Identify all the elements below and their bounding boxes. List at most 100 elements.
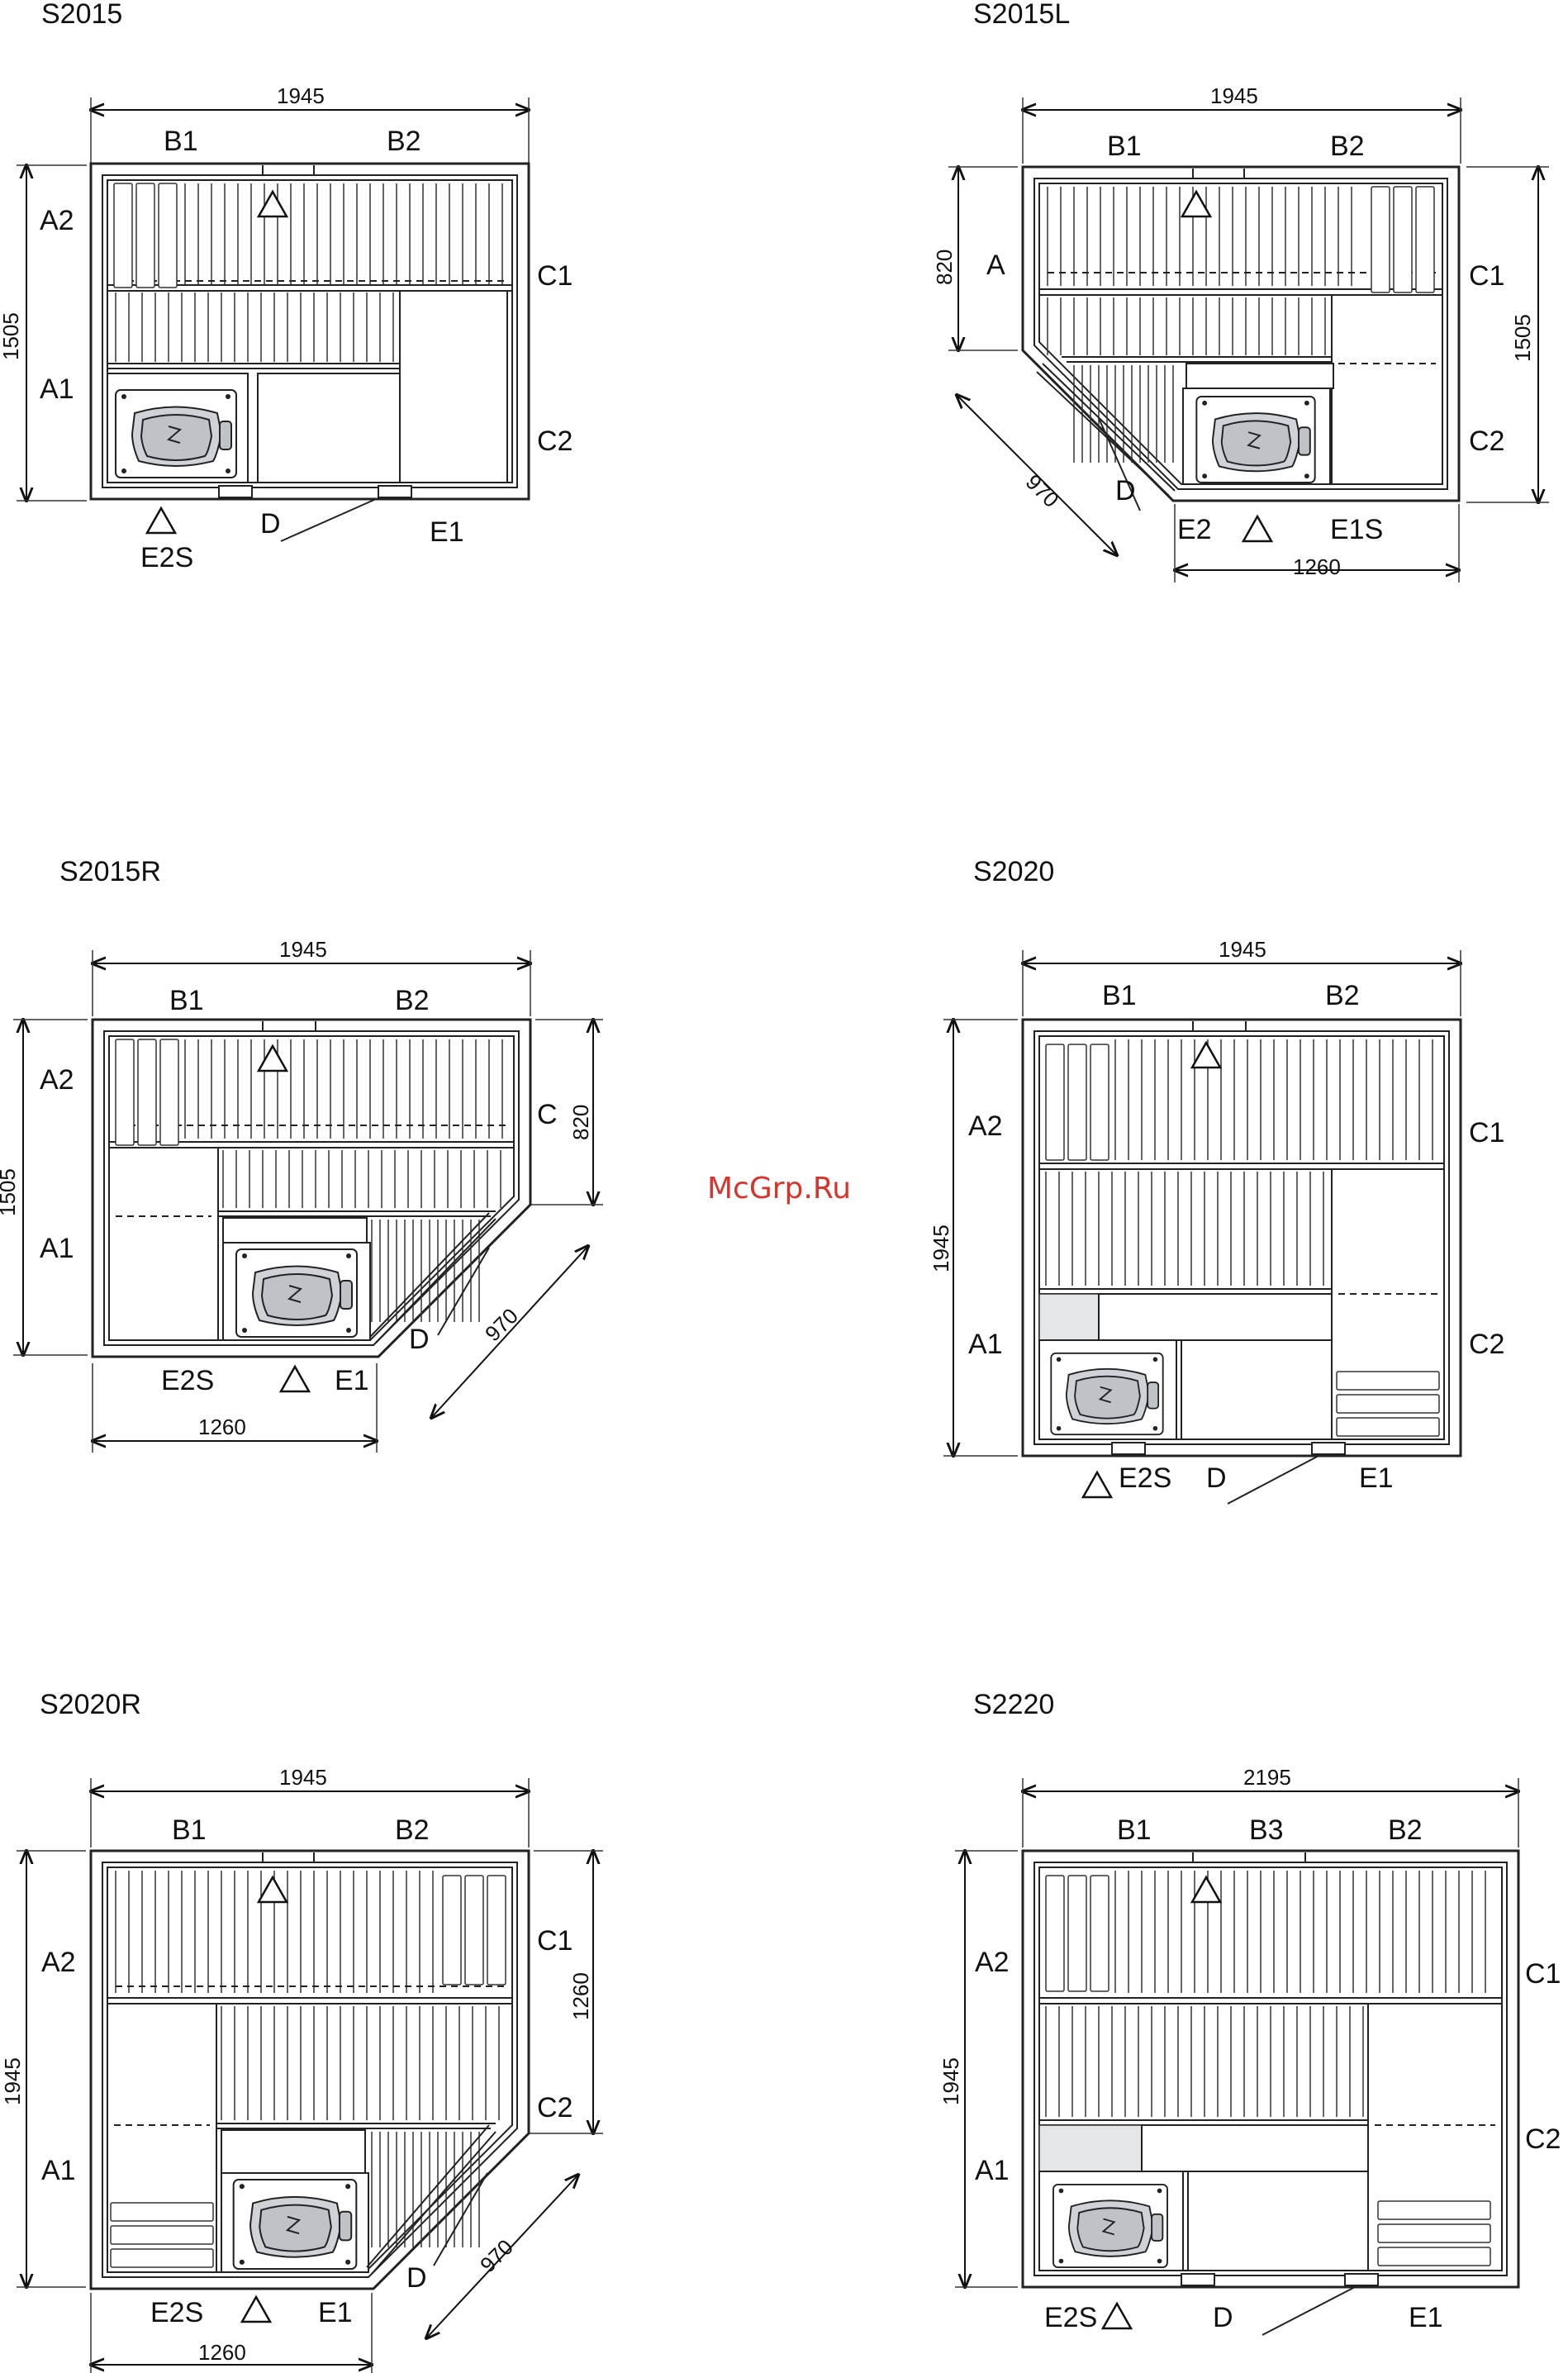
label-a1: A1 <box>968 1329 1003 1360</box>
label-b2: B2 <box>387 126 421 157</box>
label-a1: A1 <box>41 2155 76 2186</box>
label-d: D <box>406 2262 427 2294</box>
label-e2s: E2S <box>140 542 193 573</box>
sensor-triangle-icon <box>256 1875 289 1904</box>
label-e1: E1 <box>1409 2302 1443 2333</box>
label-d: D <box>1115 475 1136 506</box>
sensor-triangle-icon <box>1100 2301 1133 2330</box>
dimension-width: 1945 <box>279 937 327 962</box>
label-e1: E1 <box>318 2297 353 2328</box>
label-b1: B1 <box>1117 1814 1152 1846</box>
sensor-triangle-icon <box>1190 1875 1223 1904</box>
dimension-front: 1260 <box>1293 554 1341 579</box>
dimension-width: 1945 <box>1219 937 1266 962</box>
label-c2: C2 <box>1469 1329 1504 1360</box>
label-c2: C2 <box>537 426 573 457</box>
label-b3: B3 <box>1249 1814 1284 1846</box>
heater-icon <box>115 389 237 478</box>
sensor-triangle-icon <box>256 1044 289 1072</box>
dimension-diagonal: 970 <box>1021 469 1064 512</box>
label-b2: B2 <box>1325 980 1360 1011</box>
label-b1: B1 <box>164 126 198 157</box>
sensor-triangle-icon <box>240 2295 273 2323</box>
label-c1: C1 <box>537 1925 573 1957</box>
dimension-width: 2195 <box>1243 1765 1291 1790</box>
sensor-triangle-icon <box>256 189 289 218</box>
label-a2: A2 <box>40 205 74 236</box>
dimension-side: 820 <box>932 250 957 285</box>
dimension-diagonal: 970 <box>475 2234 518 2277</box>
dimension-diagonal: 970 <box>480 1303 523 1346</box>
plan-s2015r: S2015R 1945 1505 820 970 1260 <box>0 856 603 1453</box>
label-e1: E1 <box>430 516 464 548</box>
label-e2s: E2S <box>1044 2302 1097 2333</box>
plan-title: S2015L <box>973 0 1070 30</box>
dimension-front: 1260 <box>198 2340 246 2365</box>
plan-title: S2015R <box>59 856 161 887</box>
label-d: D <box>1213 2302 1233 2333</box>
plan-s2020r: S2020R 1945 1945 1260 970 1260 <box>0 1689 603 2373</box>
dimension-depth: 1505 <box>1510 314 1535 362</box>
dimension-depth: 1945 <box>929 1225 953 1272</box>
label-b2: B2 <box>395 1814 430 1846</box>
label-c2: C2 <box>1525 2123 1561 2155</box>
label-a1: A1 <box>40 1233 74 1264</box>
label-e1: E1 <box>1359 1462 1394 1494</box>
label-a2: A2 <box>968 1110 1003 1142</box>
label-a1: A1 <box>40 373 74 405</box>
dimension-width: 1945 <box>1210 83 1258 108</box>
label-c1: C1 <box>1525 1958 1561 1990</box>
label-e2s: E2S <box>150 2297 203 2328</box>
label-b2: B2 <box>1388 1814 1423 1846</box>
label-c2: C2 <box>537 2092 573 2123</box>
label-e1s: E1S <box>1330 514 1383 545</box>
dimension-depth: 1945 <box>938 2057 963 2105</box>
label-b1: B1 <box>1107 131 1142 162</box>
plan-title: S2020R <box>40 1689 141 1720</box>
label-d: D <box>260 508 281 540</box>
dimension-front: 1260 <box>198 1415 246 1439</box>
dimension-width: 1945 <box>279 1765 327 1790</box>
plan-s2015: S2015 1945 1505 <box>0 0 573 573</box>
label-b1: B1 <box>1102 980 1137 1011</box>
plan-title: S2220 <box>973 1689 1054 1720</box>
watermark: McGrp.Ru <box>707 1172 851 1206</box>
label-c1: C1 <box>1469 260 1504 292</box>
label-e1: E1 <box>335 1365 369 1396</box>
label-a2: A2 <box>975 1947 1010 1978</box>
sensor-triangle-icon <box>145 506 178 535</box>
label-c1: C1 <box>537 260 573 292</box>
label-b1: B1 <box>172 1814 207 1846</box>
heater-icon <box>1050 1352 1164 1436</box>
label-b2: B2 <box>395 985 430 1016</box>
label-b2: B2 <box>1330 131 1365 162</box>
plan-s2220: S2220 2195 1945 B1 B3 B2 <box>938 1689 1561 2336</box>
sensor-triangle-icon <box>1081 1470 1114 1499</box>
plan-title: S2020 <box>973 856 1054 887</box>
label-a2: A2 <box>40 1064 74 1096</box>
sensor-triangle-icon <box>278 1364 311 1393</box>
dimension-depth: 1505 <box>0 312 23 360</box>
plan-s2015l: S2015L 1945 1505 820 970 1260 <box>932 0 1549 583</box>
heater-icon <box>1052 2183 1169 2269</box>
dimension-width: 1945 <box>277 83 325 108</box>
label-c1: C1 <box>1469 1117 1504 1148</box>
dimension-side: 820 <box>568 1105 593 1140</box>
label-a2: A2 <box>41 1947 76 1978</box>
label-e2: E2 <box>1177 514 1212 545</box>
dimension-depth: 1945 <box>0 2057 25 2105</box>
sensor-triangle-icon <box>1241 514 1274 543</box>
dimension-side: 1260 <box>568 1972 593 2020</box>
dimension-depth: 1505 <box>0 1168 20 1216</box>
heater-icon <box>1195 395 1316 484</box>
sensor-triangle-icon <box>1180 189 1213 218</box>
label-c: C <box>537 1099 558 1130</box>
label-b1: B1 <box>169 985 204 1016</box>
label-e2s: E2S <box>161 1365 214 1396</box>
label-e2s: E2S <box>1119 1462 1171 1494</box>
label-a: A <box>986 250 1005 281</box>
sensor-triangle-icon <box>1190 1040 1223 1069</box>
plan-title: S2015 <box>41 0 122 30</box>
label-d: D <box>1206 1462 1227 1494</box>
